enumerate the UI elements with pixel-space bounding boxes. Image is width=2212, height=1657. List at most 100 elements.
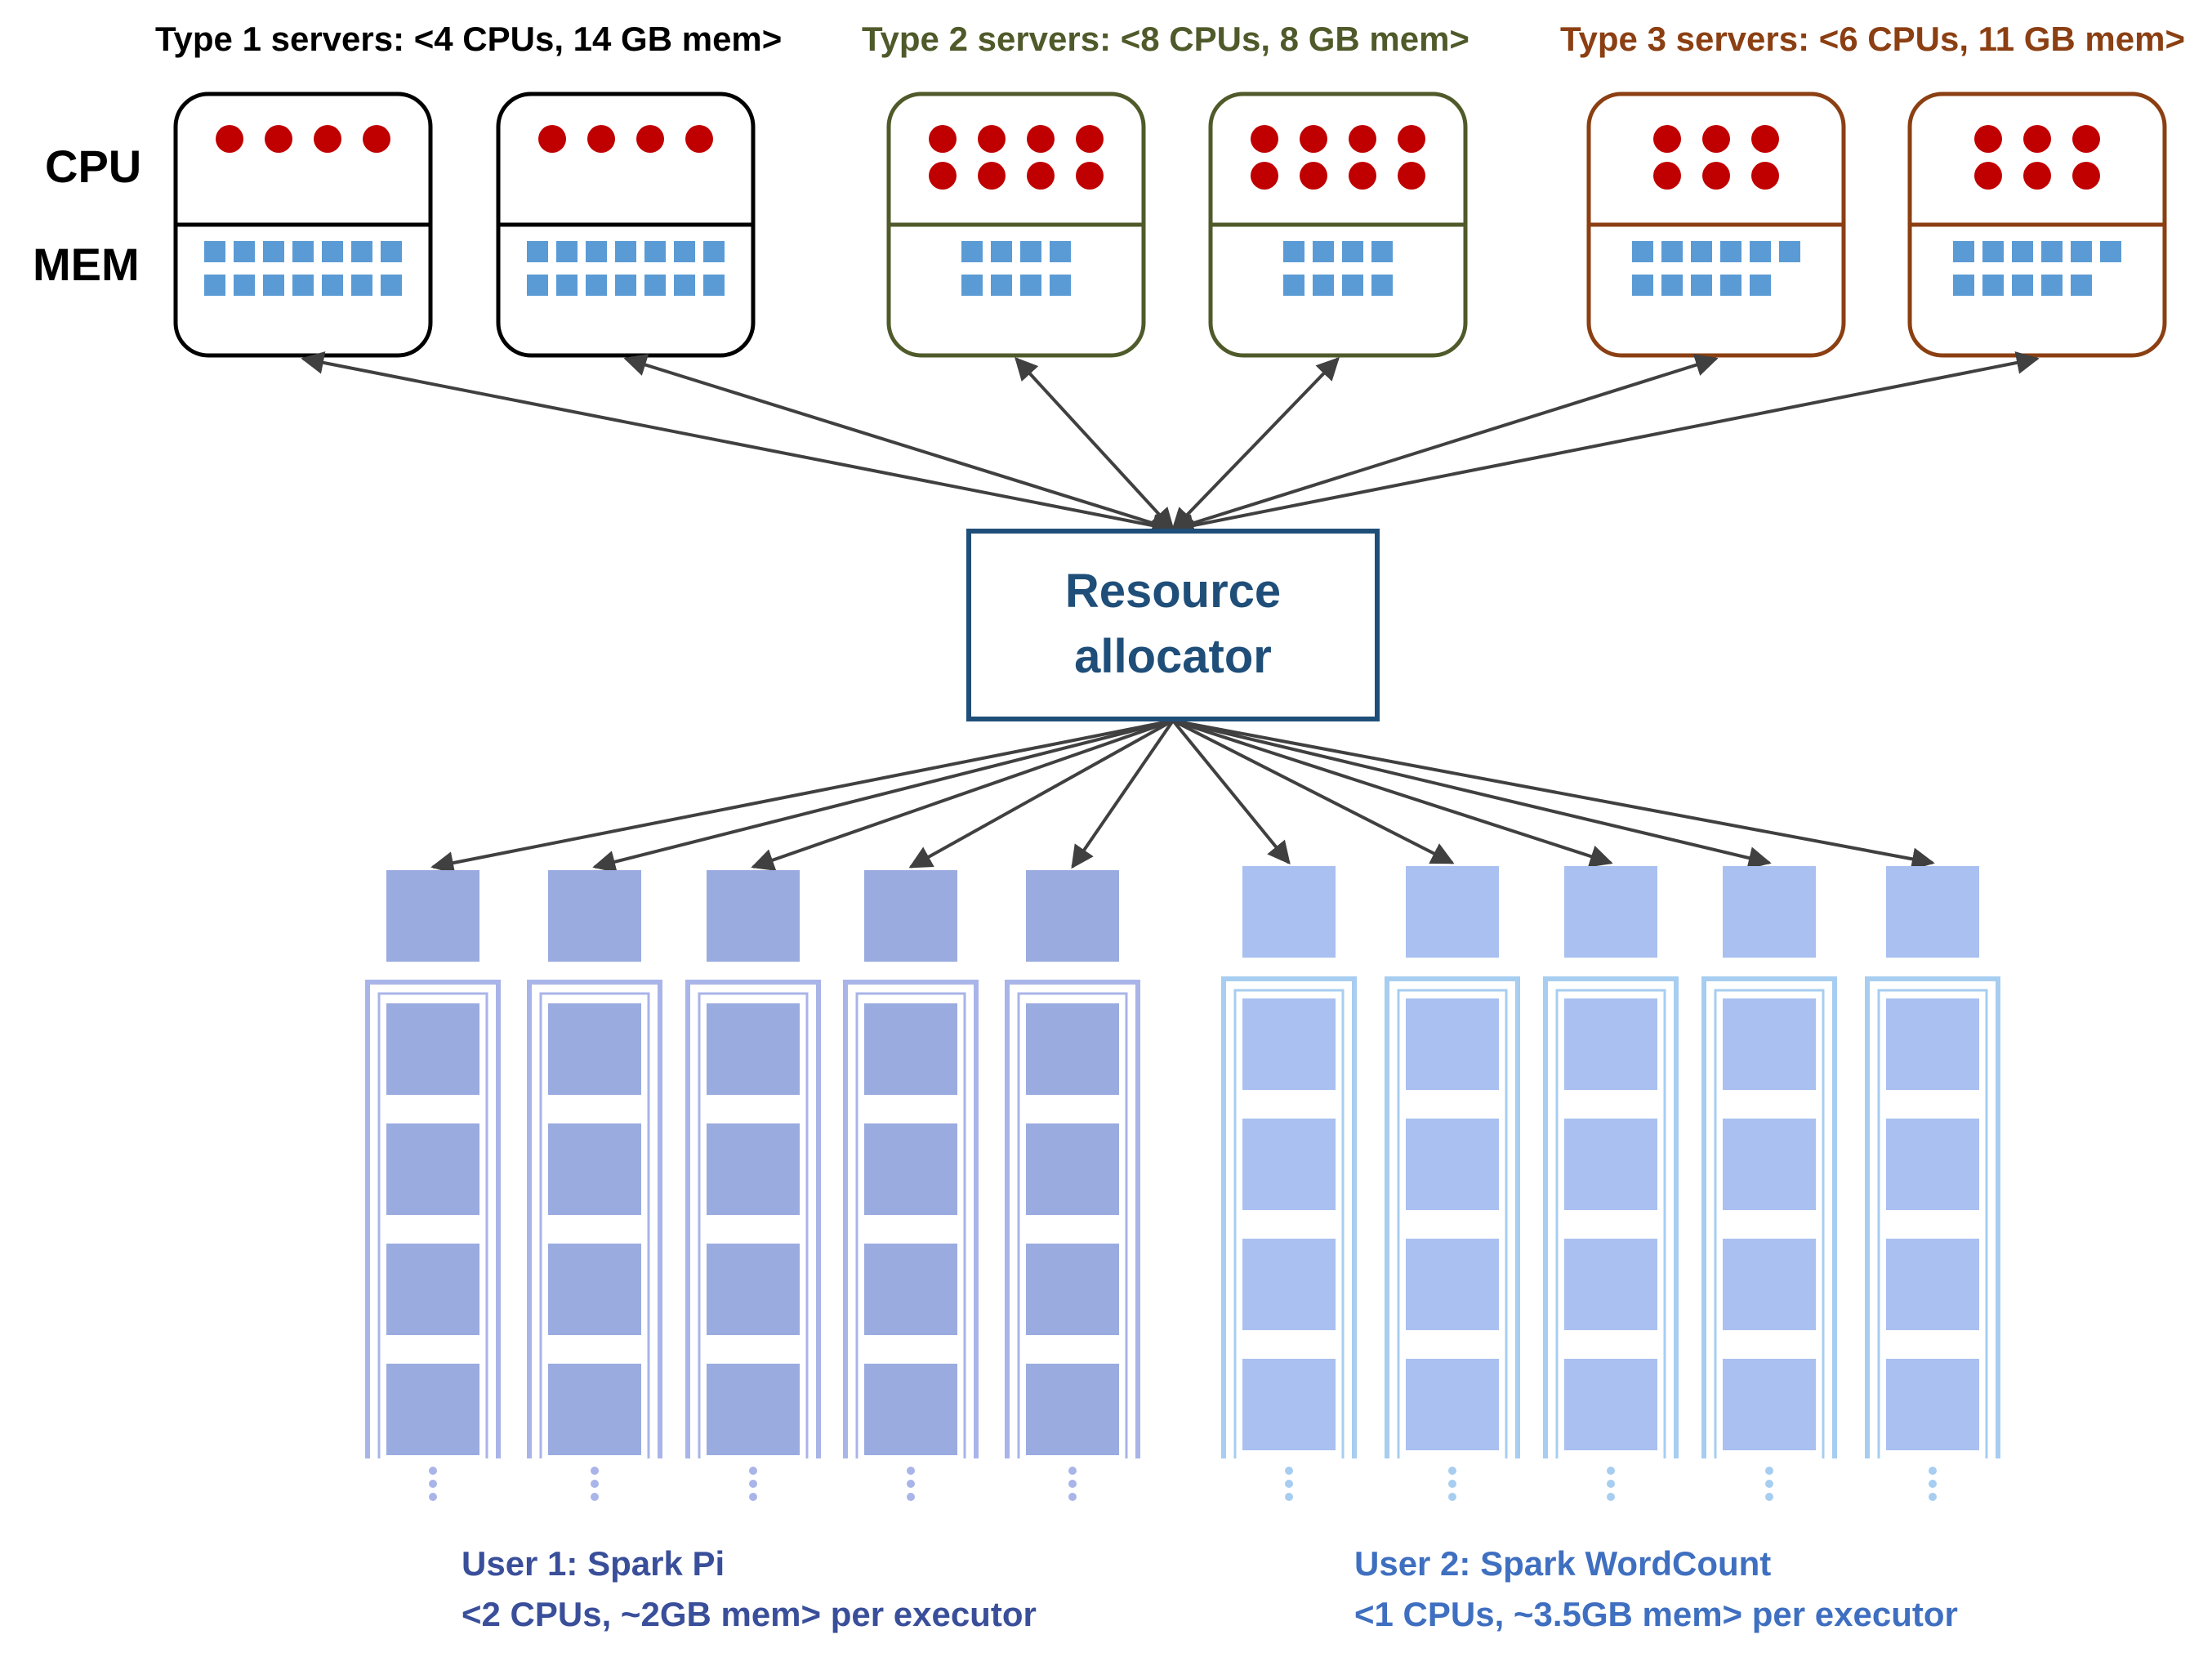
task-box	[1406, 1239, 1499, 1330]
executor-arrow	[430, 719, 1174, 874]
type1-servers-label: Type 1 servers: <4 CPUs, 14 GB mem>	[155, 20, 782, 58]
mem-block	[351, 241, 372, 262]
mem-block	[644, 275, 666, 296]
task-box	[707, 1244, 800, 1335]
task-box	[1723, 1359, 1816, 1450]
cpu-core	[1027, 162, 1055, 190]
mem-block	[263, 275, 284, 296]
cpu-core	[1027, 125, 1055, 153]
server-arrow	[623, 354, 1175, 534]
server-type2-2	[1208, 92, 1468, 358]
task-queue	[1005, 980, 1140, 1458]
mem-block	[2071, 275, 2092, 296]
mem-block	[1050, 241, 1071, 262]
user2-executor-column	[1701, 866, 1837, 1501]
allocator-label-line2: allocator	[1074, 630, 1272, 683]
mem-block	[961, 241, 983, 262]
task-queue	[1701, 976, 1837, 1458]
user1-executor-spec: <2 CPUs, ~2GB mem> per executor	[462, 1595, 1037, 1633]
mem-block	[322, 275, 343, 296]
cpu-core	[265, 125, 292, 153]
executor-box	[707, 870, 800, 962]
task-box	[864, 1244, 957, 1335]
task-queue-inner	[1397, 989, 1508, 1458]
server-type3-1	[1586, 92, 1846, 358]
task-queue	[843, 980, 979, 1458]
mem-block	[1313, 275, 1334, 296]
user2-executor-column	[1385, 866, 1520, 1501]
mem-block	[703, 275, 725, 296]
mem-block	[2071, 241, 2092, 262]
mem-block	[351, 275, 372, 296]
mem-block	[1020, 275, 1041, 296]
task-box	[548, 1003, 641, 1095]
server-arrow	[1171, 351, 2040, 537]
mem-block	[1661, 241, 1683, 262]
mem-block	[204, 241, 225, 262]
user2-executor-column	[1865, 866, 2000, 1501]
mem-block	[1371, 241, 1393, 262]
cpu-core	[1349, 125, 1376, 153]
mem-block	[1691, 275, 1712, 296]
ellipsis-dot	[1448, 1480, 1456, 1488]
task-box	[1723, 998, 1816, 1090]
task-box	[1564, 1239, 1657, 1330]
ellipsis-dot	[749, 1467, 757, 1475]
ellipsis-dot	[1607, 1493, 1615, 1501]
task-queue-inner	[1017, 992, 1128, 1458]
cpu-core	[929, 162, 957, 190]
server-type3-2	[1907, 92, 2167, 358]
server-type1-1	[173, 92, 433, 358]
task-box	[1564, 998, 1657, 1090]
type3-servers-label: Type 3 servers: <6 CPUs, 11 GB mem>	[1560, 20, 2185, 58]
executor-box	[1026, 870, 1119, 962]
task-box	[864, 1123, 957, 1215]
cpu-core	[1398, 162, 1425, 190]
task-box	[548, 1364, 641, 1455]
task-box	[1886, 1359, 1979, 1450]
mem-block	[1691, 241, 1712, 262]
cpu-core	[1653, 162, 1681, 190]
task-box	[386, 1364, 479, 1455]
cpu-core	[929, 125, 957, 153]
cpu-core	[1251, 125, 1278, 153]
executor-box	[1564, 866, 1657, 958]
type2-servers-label: Type 2 servers: <8 CPUs, 8 GB mem>	[862, 20, 1469, 58]
mem-block	[1342, 275, 1363, 296]
task-box	[1242, 1359, 1336, 1450]
mem-block	[1313, 241, 1334, 262]
task-box	[864, 1003, 957, 1095]
server-arrow	[301, 351, 1175, 537]
mem-block	[1750, 275, 1771, 296]
executor-box	[1723, 866, 1816, 958]
mem-block	[961, 275, 983, 296]
executor-arrow	[908, 719, 1174, 869]
mem-block	[1982, 275, 2004, 296]
mem-block	[292, 275, 314, 296]
executor-box	[864, 870, 957, 962]
task-box	[1026, 1003, 1119, 1095]
ellipsis-dot	[591, 1480, 599, 1488]
mem-block	[1371, 275, 1393, 296]
cpu-core	[1974, 125, 2002, 153]
cpu-core	[587, 125, 615, 153]
ellipsis-dot	[1285, 1467, 1293, 1475]
task-queue	[1385, 976, 1520, 1458]
mem-block	[674, 241, 695, 262]
cpu-core	[978, 162, 1006, 190]
mem-block	[2100, 241, 2121, 262]
executor-box	[1406, 866, 1499, 958]
task-box	[1242, 1239, 1336, 1330]
task-box	[1564, 1359, 1657, 1450]
task-queue-inner	[698, 992, 809, 1458]
mem-block	[1283, 241, 1304, 262]
ellipsis-dot	[429, 1467, 437, 1475]
mem-block	[991, 241, 1012, 262]
ellipsis-dot	[1929, 1480, 1937, 1488]
user1-executor-column	[365, 870, 501, 1501]
mem-block	[2041, 275, 2063, 296]
mem-block	[556, 241, 578, 262]
allocation-arrows	[301, 351, 2040, 874]
task-box	[1026, 1123, 1119, 1215]
task-queue-inner	[1233, 989, 1345, 1458]
